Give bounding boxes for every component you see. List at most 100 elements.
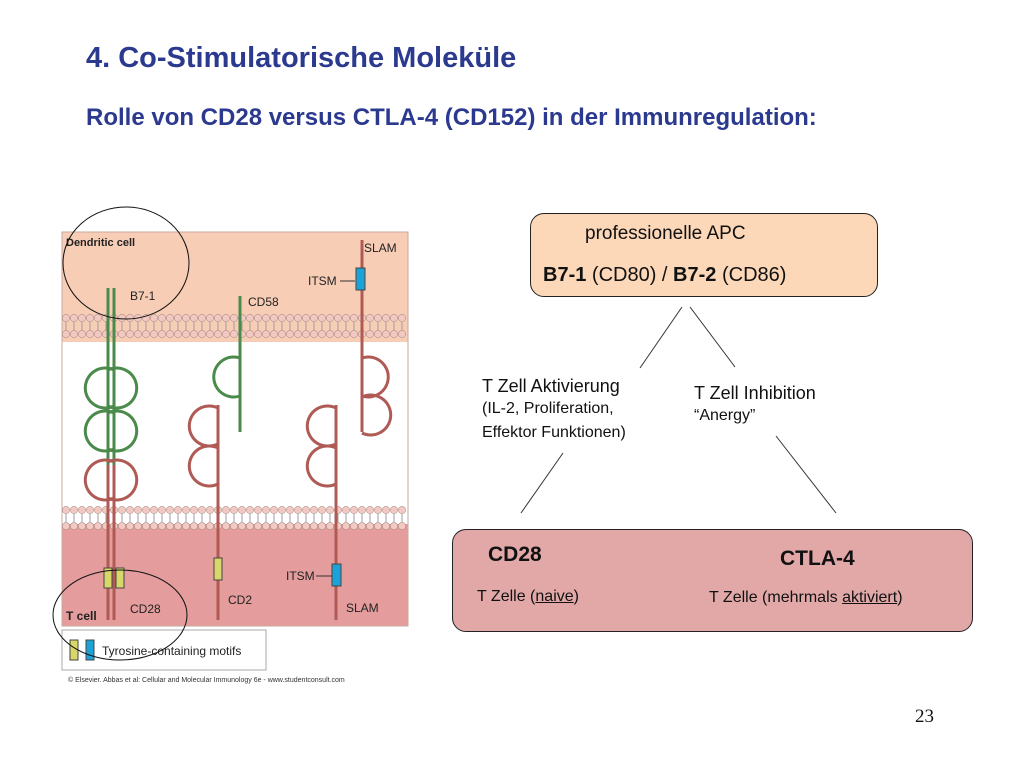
lipid-head	[198, 330, 206, 338]
lipid-head	[374, 314, 382, 322]
lipid-head	[190, 506, 198, 514]
lipid-head	[206, 330, 214, 338]
b7-1-molecule	[83, 288, 139, 465]
lipid-head	[190, 314, 198, 322]
lipid-head	[310, 330, 318, 338]
lipid-head	[182, 506, 190, 514]
lipid-head	[230, 330, 238, 338]
lipid-head	[142, 522, 150, 530]
lipid-head	[342, 522, 350, 530]
lipid-head	[206, 522, 214, 530]
lipid-head	[78, 314, 86, 322]
motif-legend: Tyrosine-containing motifs	[61, 629, 267, 671]
lipid-head	[70, 314, 78, 322]
lipid-head	[214, 330, 222, 338]
cd2-label: CD2	[228, 593, 252, 607]
page-number: 23	[915, 706, 934, 727]
t-cell-label: T cell	[66, 609, 97, 623]
lipid-head	[166, 522, 174, 530]
naive-prefix: T Zelle (	[477, 588, 536, 605]
lipid-head	[150, 506, 158, 514]
cd28-motif-1	[103, 567, 113, 589]
lipid-head	[158, 506, 166, 514]
lipid-head	[150, 330, 158, 338]
dc-membrane	[62, 314, 406, 338]
apc-box: professionelle APC B7-1 (CD80) / B7-2 (C…	[530, 213, 878, 297]
lipid-head	[62, 330, 70, 338]
lipid-head	[86, 506, 94, 514]
lipid-head	[310, 506, 318, 514]
lipid-head	[118, 330, 126, 338]
lipid-head	[334, 330, 342, 338]
lipid-head	[198, 506, 206, 514]
itsm-top-label: ITSM	[308, 274, 337, 288]
naive-suffix: )	[573, 588, 579, 605]
cd28-motif-2	[115, 567, 125, 589]
lipid-head	[270, 506, 278, 514]
dendritic-cell-region	[62, 232, 408, 342]
lipid-head	[86, 522, 94, 530]
lipid-head	[318, 522, 326, 530]
cd80-text: (CD80) /	[586, 264, 674, 286]
lipid-head	[302, 330, 310, 338]
lipid-head	[294, 330, 302, 338]
lipid-head	[390, 330, 398, 338]
lipid-head	[174, 522, 182, 530]
lipid-head	[86, 314, 94, 322]
slide-title: 4. Co-Stimulatorische Moleküle	[86, 42, 517, 74]
lipid-head	[326, 314, 334, 322]
lipid-head	[366, 314, 374, 322]
lipid-head	[134, 506, 142, 514]
legend-label: Tyrosine-containing motifs	[102, 644, 241, 658]
lipid-head	[166, 314, 174, 322]
lipid-head	[398, 522, 406, 530]
lipid-head	[126, 330, 134, 338]
cd58-label: CD58	[248, 295, 279, 309]
lipid-head	[374, 330, 382, 338]
lipid-head	[278, 522, 286, 530]
lipid-head	[150, 522, 158, 530]
lipid-head	[222, 506, 230, 514]
lipid-head	[134, 522, 142, 530]
lipid-head	[158, 330, 166, 338]
lipid-head	[270, 330, 278, 338]
lipid-head	[70, 506, 78, 514]
lipid-head	[230, 506, 238, 514]
lipid-head	[78, 506, 86, 514]
lipid-head	[70, 330, 78, 338]
activation-line3: Effektor Funktionen)	[482, 424, 626, 441]
lipid-head	[254, 314, 262, 322]
lipid-head	[366, 506, 374, 514]
lipid-head	[334, 314, 342, 322]
lipid-head	[78, 522, 86, 530]
dendritic-cell-label: Dendritic cell	[66, 237, 135, 249]
lipid-head	[246, 522, 254, 530]
lipid-head	[182, 314, 190, 322]
lipid-head	[286, 506, 294, 514]
lipid-head	[126, 522, 134, 530]
lipid-head	[238, 522, 246, 530]
cd28-heading: CD28	[488, 543, 542, 566]
lipid-head	[342, 506, 350, 514]
lipid-head	[302, 522, 310, 530]
lipid-head	[262, 522, 270, 530]
lipid-head	[318, 506, 326, 514]
lipid-head	[262, 506, 270, 514]
lipid-head	[94, 314, 102, 322]
activated-suffix: )	[897, 589, 903, 606]
lipid-head	[230, 314, 238, 322]
b7-1-text: B7-1	[543, 264, 587, 286]
lipid-head	[190, 522, 198, 530]
lipid-head	[150, 314, 158, 322]
lipid-head	[118, 522, 126, 530]
cd28-label: CD28	[130, 602, 161, 616]
naive-text: T Zelle (naive)	[477, 588, 579, 606]
inhibition-block: T Zell Inhibition “Anergy”	[694, 383, 816, 428]
b7-2-text: B7-2	[673, 264, 717, 286]
t-cell-highlight-circle	[52, 569, 188, 661]
lipid-head	[158, 314, 166, 322]
lipid-head	[294, 314, 302, 322]
lipid-head	[174, 506, 182, 514]
lipid-head	[390, 314, 398, 322]
lipid-head	[206, 314, 214, 322]
